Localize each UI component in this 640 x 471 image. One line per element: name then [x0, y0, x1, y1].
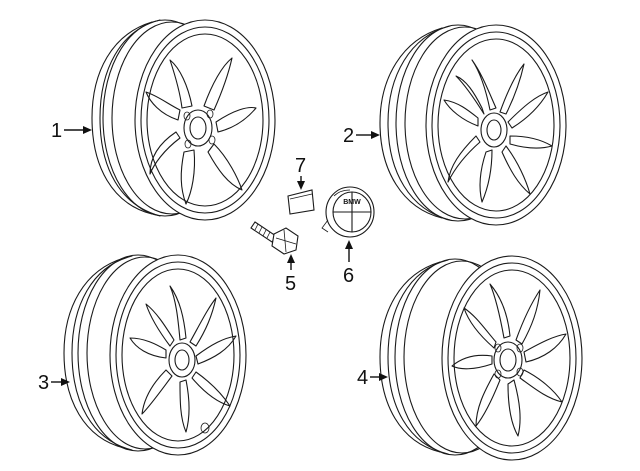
callout-1: 1 — [51, 120, 92, 142]
callout-2: 2 — [343, 125, 380, 147]
callout-5: 5 — [285, 254, 296, 295]
callout-label-6: 6 — [343, 265, 354, 287]
callout-label-3: 3 — [38, 372, 49, 394]
wheel-3 — [63, 254, 247, 456]
lug-bolt — [250, 221, 299, 255]
wheel-4 — [379, 255, 583, 461]
callout-label-7: 7 — [295, 155, 306, 177]
callout-label-4: 4 — [357, 367, 368, 389]
callout-label-5: 5 — [285, 273, 296, 295]
callout-label-2: 2 — [343, 125, 354, 147]
wheel-weight-label — [287, 189, 315, 215]
wheel-2 — [379, 24, 567, 226]
callout-3: 3 — [38, 372, 70, 394]
callout-7: 7 — [295, 155, 306, 190]
callout-label-1: 1 — [51, 120, 62, 142]
center-cap-emblem-text: BMW — [343, 199, 361, 206]
center-cap: BMW — [321, 186, 375, 238]
callout-6: 6 — [343, 240, 354, 287]
callout-4: 4 — [357, 367, 388, 389]
wheel-1 — [91, 19, 276, 221]
